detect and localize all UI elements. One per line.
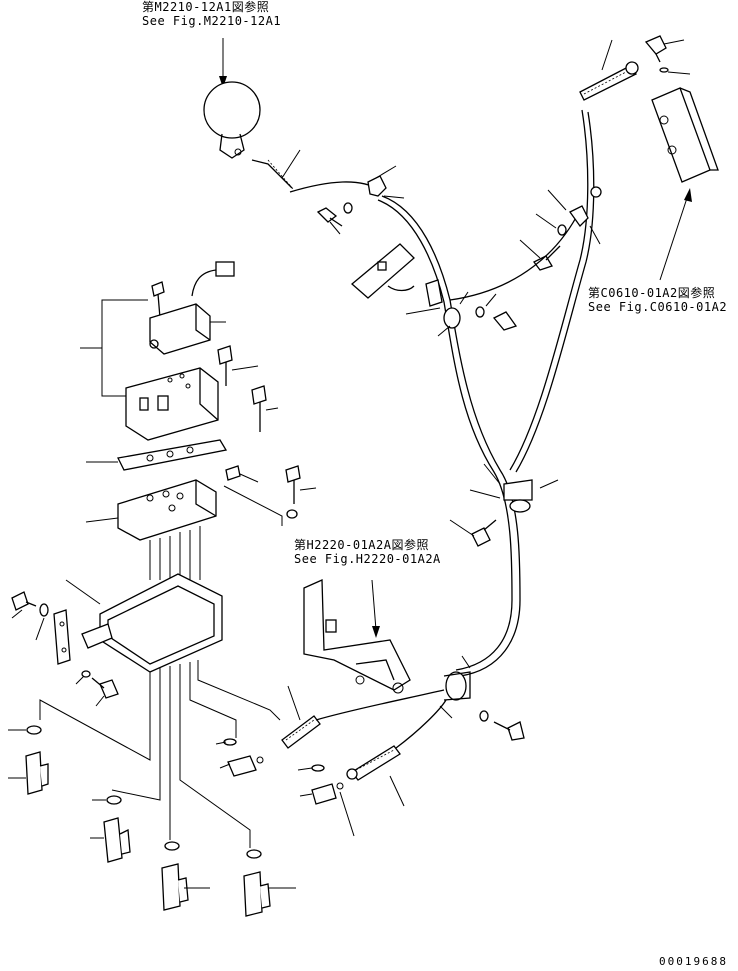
sensor-3 [161, 841, 210, 911]
reference-label-m2210-jp: 第M2210-12A1図参照 [142, 0, 270, 14]
bracket-mid [350, 243, 443, 307]
reference-arrow-c0610 [659, 188, 692, 281]
connector-plug [191, 261, 235, 297]
elbow-fitting-top-right [644, 35, 691, 75]
tubes-manifold [149, 526, 201, 580]
hose-upper-right [579, 39, 639, 101]
bolt-solenoid [151, 281, 165, 319]
clamp-lower-right [449, 463, 559, 547]
sensor-4 [243, 849, 296, 917]
gasket [86, 439, 228, 471]
reference-label-c0610: 第C0610-01A2図参照 See Fig.C0610-01A2 [588, 286, 727, 314]
bolt-upper [316, 202, 353, 235]
reference-label-h2220-jp: 第H2220-01A2A図参照 [294, 538, 429, 552]
reference-arrow-m2210 [219, 38, 227, 88]
clamp-mid [405, 291, 518, 337]
bracket-h2220 [303, 579, 411, 694]
fitting-bottom-center-2 [297, 764, 355, 837]
clamp-mid-right [519, 186, 602, 271]
valve-block-right [651, 87, 719, 183]
lever-knob [203, 81, 261, 159]
reference-label-m2210-en: See Fig.M2210-12A1 [142, 14, 282, 28]
reference-label-h2220: 第H2220-01A2A図参照 See Fig.H2220-01A2A [294, 538, 441, 566]
hose-upper-left [251, 149, 381, 193]
bolt-lower-left [75, 670, 119, 707]
solenoid-valve [149, 303, 226, 355]
fitting-bottom-center-1 [215, 738, 264, 777]
sensor-2 [90, 795, 131, 863]
bolt-left [11, 591, 49, 641]
clamp-upper [367, 165, 405, 199]
clamp-bottom-center [439, 655, 525, 741]
valve-body [125, 367, 219, 441]
bolt-manifold [285, 465, 317, 519]
reference-label-c0610-en: See Fig.C0610-01A2 [588, 300, 728, 314]
reference-arrow-h2220 [371, 579, 380, 638]
plate-left [53, 609, 71, 665]
cable-main [377, 109, 595, 677]
reference-label-c0610-jp: 第C0610-01A2図参照 [588, 286, 716, 300]
document-number: 00019688 [659, 955, 728, 968]
fitting-manifold [225, 465, 259, 483]
leader-bracket-left [80, 299, 148, 397]
pipes-to-sensors [39, 660, 281, 848]
manifold-block [85, 479, 217, 541]
hose-bottom-center [281, 685, 447, 807]
leader-bracket-manifold [223, 485, 283, 526]
support-tray [65, 573, 223, 673]
bolt-valve-1 [217, 345, 259, 386]
bolt-valve-2 [251, 385, 279, 432]
sensor-1 [8, 725, 49, 795]
reference-label-m2210: 第M2210-12A1図参照 See Fig.M2210-12A1 [142, 0, 281, 28]
reference-label-h2220-en: See Fig.H2220-01A2A [294, 552, 441, 566]
